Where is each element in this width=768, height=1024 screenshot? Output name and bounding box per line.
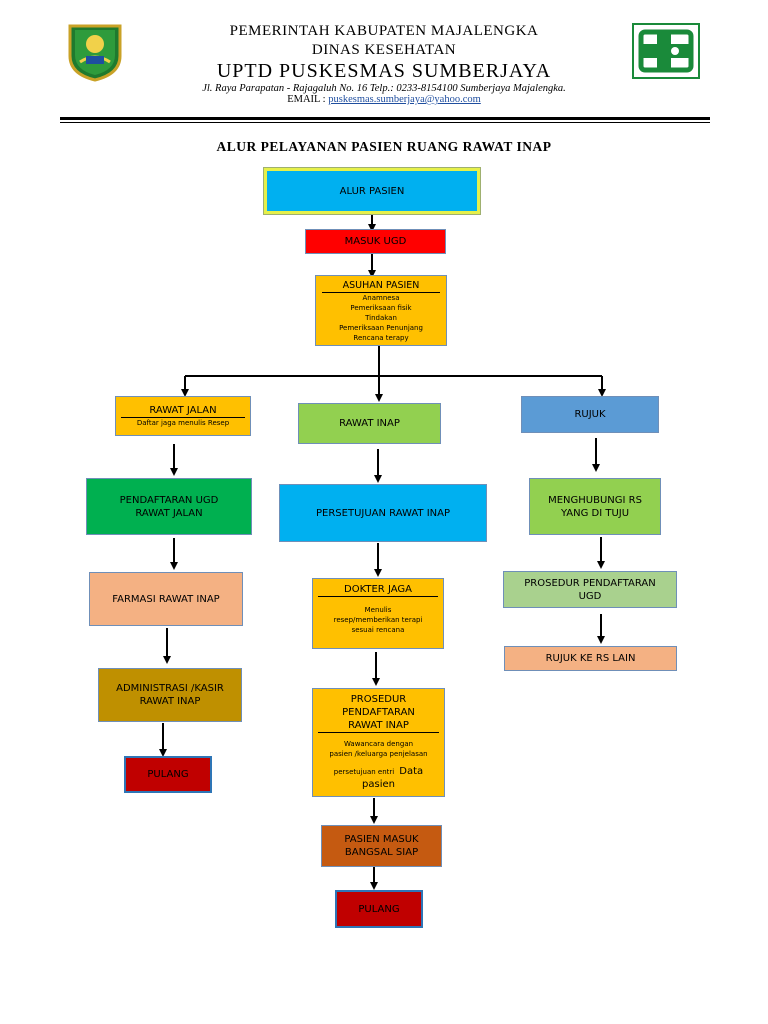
rujuk-rs-label: RUJUK KE RS LAIN [545,653,636,664]
node-pulang-left: PULANG [124,756,212,793]
pulang-left-label: PULANG [147,769,189,780]
rawat-jalan-title: RAWAT JALAN [121,404,245,418]
rujuk-label: RUJUK [574,409,606,420]
node-rawat-jalan: RAWAT JALAN Daftar jaga menulis Resep [115,396,251,436]
prosedur-ri-sub: persetujuan entri [333,768,395,776]
persetujuan-label: PERSETUJUAN RAWAT INAP [316,507,450,519]
menghubungi-line: YANG DI TUJU [560,507,630,519]
health-logo [631,22,703,80]
node-persetujuan: PERSETUJUAN RAWAT INAP [279,484,487,542]
alur-pasien-label: ALUR PASIEN [339,185,405,197]
asuhan-item: Pemeriksaan Penunjang [339,324,423,332]
node-administrasi: ADMINISTRASI /KASIR RAWAT INAP [98,668,242,722]
bangsal-line: BANGSAL SIAP [344,847,419,858]
header-divider-thin [60,122,710,123]
regency-logo [66,22,124,82]
prosedur-ri-title: RAWAT INAP [318,719,439,733]
rawat-inap-label: RAWAT INAP [339,418,400,429]
node-rawat-inap: RAWAT INAP [298,403,441,444]
dokter-jaga-sub: Menulis [364,606,392,614]
asuhan-item: Pemeriksaan fisik [350,304,412,312]
node-dokter-jaga: DOKTER JAGA Menulis resep/memberikan ter… [312,578,444,649]
bangsal-line: PASIEN MASUK [344,834,419,845]
pendaftaran-ugd-line: PENDAFTARAN UGD [119,494,219,506]
administrasi-line: RAWAT INAP [139,696,201,707]
asuhan-item: Rencana terapy [353,334,409,342]
prosedur-ri-sub-line: persetujuan entri Data [334,759,423,778]
email-label: EMAIL : [287,94,329,105]
prosedur-ri-title: PROSEDUR [350,694,407,705]
asuhan-title: ASUHAN PASIEN [322,279,440,293]
asuhan-item: Anamnesa [362,294,400,302]
node-farmasi: FARMASI RAWAT INAP [89,572,243,626]
prosedur-ri-sub: Wawancara dengan [343,740,414,748]
pendaftaran-ugd-line: RAWAT JALAN [135,507,203,519]
node-bangsal: PASIEN MASUK BANGSAL SIAP [321,825,442,867]
node-masuk-ugd: MASUK UGD [305,229,446,254]
farmasi-label: FARMASI RAWAT INAP [112,593,220,605]
prosedur-ri-tail: pasien [362,779,395,790]
header-divider-thick [60,117,710,120]
prosedur-ugd-line: PROSEDUR PENDAFTARAN [524,577,656,589]
masuk-ugd-label: MASUK UGD [344,236,407,247]
node-asuhan-pasien: ASUHAN PASIEN Anamnesa Pemeriksaan fisik… [315,275,447,346]
prosedur-ugd-line: UGD [578,590,602,602]
header-address: Jl. Raya Parapatan - Rajagaluh No. 16 Te… [202,83,566,94]
node-prosedur-ugd: PROSEDUR PENDAFTARAN UGD [503,571,677,608]
node-pendaftaran-ugd: PENDAFTARAN UGD RAWAT JALAN [86,478,252,535]
node-rujuk: RUJUK [521,396,659,433]
header-government: PEMERINTAH KABUPATEN MAJALENGKA [229,23,539,39]
administrasi-line: ADMINISTRASI /KASIR [116,683,224,694]
asuhan-item: Tindakan [365,314,397,322]
page-title: ALUR PELAYANAN PASIEN RUANG RAWAT INAP [216,139,552,154]
header-institution: UPTD PUSKESMAS SUMBERJAYA [216,60,552,82]
header-department: DINAS KESEHATAN [311,42,457,58]
node-prosedur-rawat-inap: PROSEDUR PENDAFTARAN RAWAT INAP Wawancar… [312,688,445,797]
pulang-center-label: PULANG [358,903,400,915]
node-menghubungi: MENGHUBUNGI RS YANG DI TUJU [529,478,661,535]
prosedur-ri-tail: Data [399,766,424,777]
email-link[interactable]: puskesmas.sumberjaya@yahoo.com [328,94,481,105]
prosedur-ri-title: PENDAFTARAN [342,707,415,718]
menghubungi-line: MENGHUBUNGI RS [548,494,642,506]
dokter-jaga-sub: sesuai rencana [351,626,405,634]
rawat-jalan-sub: Daftar jaga menulis Resep [136,419,230,427]
prosedur-ri-sub: pasien /keluarga penjelasan [329,750,428,758]
header-email-line: EMAIL : puskesmas.sumberjaya@yahoo.com [0,94,768,105]
node-rujuk-rs: RUJUK KE RS LAIN [504,646,677,671]
dokter-jaga-title: DOKTER JAGA [318,583,438,597]
node-alur-pasien: ALUR PASIEN [264,168,480,214]
node-pulang-center: PULANG [335,890,423,928]
dokter-jaga-sub: resep/memberikan terapi [333,616,423,624]
